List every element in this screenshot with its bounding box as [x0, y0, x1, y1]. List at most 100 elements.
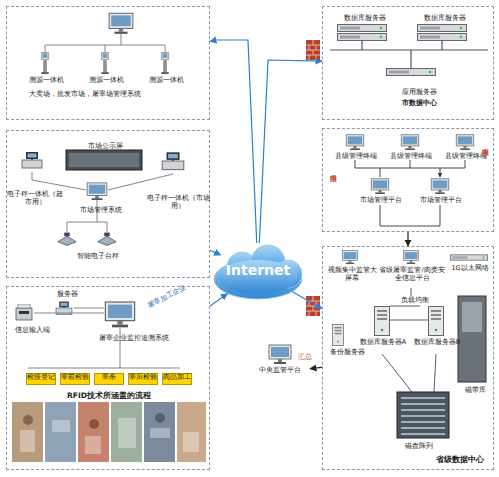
step-box: 宰后检验: [128, 373, 158, 385]
platform-scale-icon: [58, 233, 76, 246]
step-label: 肉品加工: [163, 374, 191, 382]
server-tower-icon: [333, 324, 344, 345]
server-icon: [56, 302, 72, 315]
node-label: 负载均衡: [395, 297, 435, 305]
computer-icon: [456, 135, 474, 150]
computer-icon: [401, 135, 419, 150]
server-tower-icon: [429, 307, 444, 336]
display-panel: [69, 153, 139, 167]
switch-icon: [450, 255, 487, 260]
node-label: 视频集中监管大屏幕: [325, 267, 379, 283]
node-label: 数据库服务器B: [409, 339, 465, 347]
node-label: 县级管理终端: [386, 153, 436, 161]
video-wall-icon: [342, 251, 357, 264]
node-label: 数据库服务器: [335, 15, 395, 23]
kiosk-icon: [41, 52, 48, 74]
connector-arrow: [210, 294, 227, 306]
node-label: 县级管理终端: [331, 153, 381, 161]
firewall-icon: [306, 40, 320, 60]
server-tower-icon: [375, 307, 390, 336]
kiosk-icon: [101, 52, 108, 74]
node-label: 省级屠宰监管/肉类安全信息平台: [379, 267, 445, 283]
computer-icon: [87, 183, 107, 200]
network-wire: [45, 34, 165, 52]
group-box: 数据库服务器 数据库服务器应用服务器市数据中心: [322, 6, 494, 120]
computer-icon: [109, 13, 133, 34]
node-label: 溯源一体机: [26, 77, 66, 85]
terminal-node: 中央监管平台: [250, 366, 310, 378]
computer-icon: [431, 179, 449, 194]
node-label: Internet: [212, 262, 304, 279]
tape-library-icon: [458, 296, 486, 382]
connector-arrow: [292, 292, 322, 309]
edge-label: 汇总: [298, 352, 312, 362]
node-label: 市场公示屏: [67, 143, 143, 151]
node-label: 1G以太网络: [447, 265, 493, 273]
step-box: 宰杀: [94, 373, 124, 385]
connector-arrow: [310, 367, 322, 368]
node-label: 溯源一体机: [146, 77, 186, 85]
computer-icon: [403, 251, 418, 264]
connector-arrow: [407, 232, 408, 246]
cloud-node: Internet: [212, 243, 304, 301]
connector-arrow: [210, 250, 221, 255]
node-label: 电子秤一体机（市场用）: [145, 195, 211, 211]
network-wire: [380, 205, 440, 226]
firewall-icon: [306, 296, 320, 316]
network-bus: [330, 41, 488, 68]
connector-arrow: [210, 40, 257, 243]
step-label: 宰后检验: [129, 374, 157, 382]
computer-icon: [269, 345, 291, 364]
node-label: 溯源一体机: [86, 77, 126, 85]
platform-scale-icon: [98, 233, 116, 246]
step-box: 宰前检验: [60, 373, 90, 385]
group-box: 县级管理终端县级管理终端县级管理终端向上申报市场管理平台市场管理平台向上申报: [322, 128, 494, 232]
group-box: 市场公示屏电子秤一体机（超市用） 市场管理系统 电子秤一体机（市场用） 智能电子台秤: [6, 130, 210, 278]
node-label: 智能电子台秤: [63, 253, 133, 261]
node-label: 磁盘阵列: [391, 443, 447, 451]
node-label: 电子秤一体机（超市用）: [7, 191, 63, 207]
connector-arrow: [259, 60, 322, 243]
node-label: 市数据中心: [387, 99, 451, 107]
step-label: 宰杀: [95, 374, 123, 382]
step-label: 宰前检验: [61, 374, 89, 382]
node-label: 应用服务器: [387, 89, 451, 97]
node-label: 服务器: [47, 291, 87, 299]
photo-strip: [12, 402, 206, 462]
network-wire: [382, 320, 436, 392]
flow-arrow: [380, 168, 440, 177]
computer-icon: [371, 179, 389, 194]
card-reader-icon: [16, 304, 32, 320]
node-label: 磁带库: [457, 387, 493, 395]
node-label: 数据库服务器A: [355, 339, 411, 347]
step-label: 检疫登记: [27, 374, 55, 382]
computer-icon: [105, 302, 134, 327]
step-box: 肉品加工: [162, 373, 192, 385]
tape-library-panel: [462, 302, 482, 332]
node-label: 中央监管平台: [250, 367, 310, 375]
node-label: 市场管理平台: [413, 197, 469, 205]
node-label: RFID技术所涵盖的流程: [7, 391, 211, 400]
node-label: 大卖场，批发市场，屠宰场管理系统: [29, 91, 209, 99]
network-wire: [355, 160, 465, 168]
disk-array-icon: [397, 392, 449, 438]
server-rack-icon: [338, 34, 387, 41]
node-label: 市场管理系统: [71, 207, 131, 215]
node-label: 县级管理终端: [441, 153, 491, 161]
node-label: 备份服务器: [327, 349, 367, 357]
scale-terminal-icon: [22, 152, 42, 168]
group-box: 溯源一体机 溯源一体机 溯源一体机大卖场，批发市场，屠宰场管理系统: [6, 6, 210, 120]
node-label: 屠宰企业监控追溯系统: [99, 335, 209, 343]
node-label: 数据库服务器: [415, 15, 475, 23]
step-box: 检疫登记: [26, 373, 56, 385]
server-rack-icon: [418, 25, 467, 32]
server-rack-icon: [418, 34, 467, 41]
kiosk-icon: [161, 52, 168, 74]
computer-icon: [346, 135, 364, 150]
node-label: 信息输入端: [7, 327, 57, 335]
node-label: 省级数据中心: [427, 455, 493, 465]
server-rack-icon: [338, 25, 387, 32]
